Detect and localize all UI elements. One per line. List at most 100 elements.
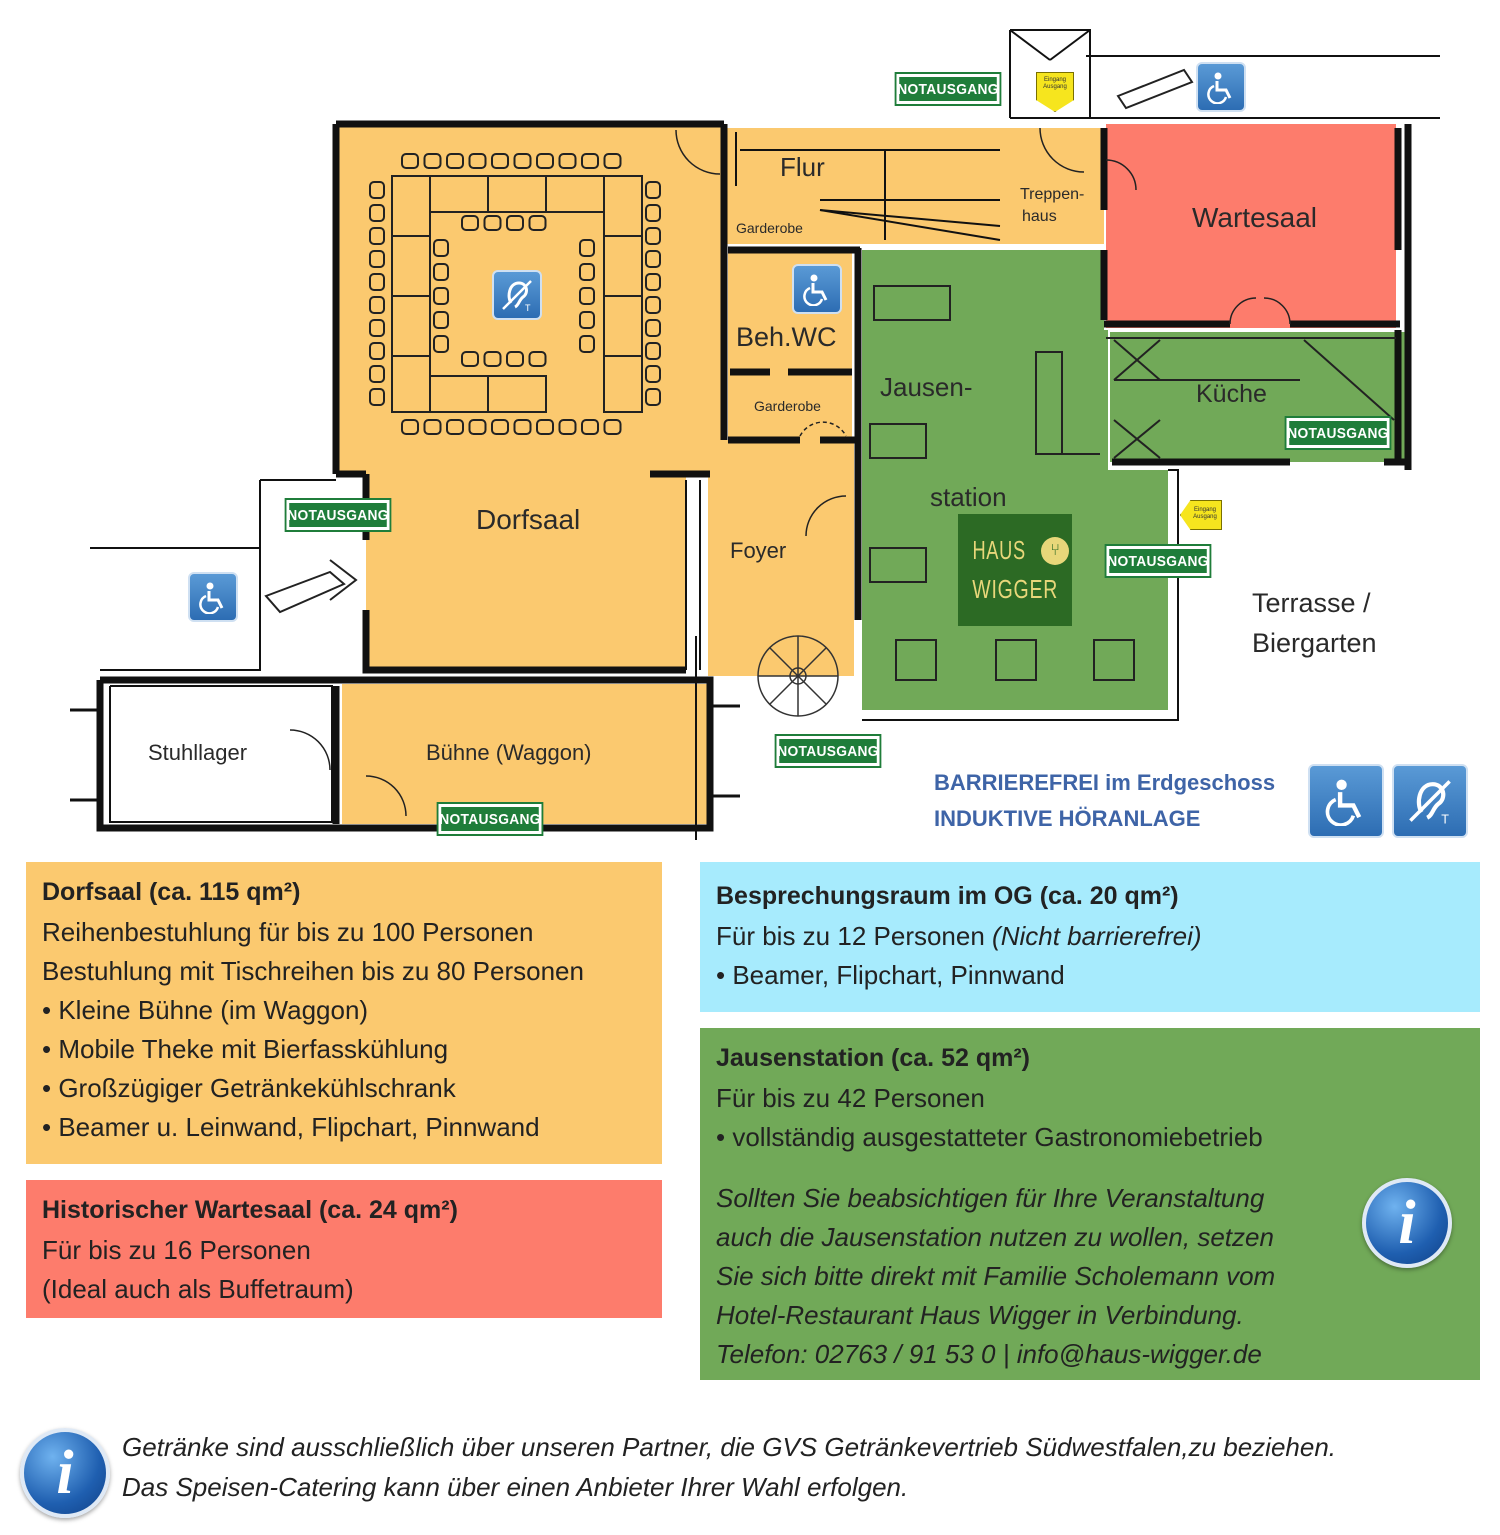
chair xyxy=(491,419,509,435)
room-label-treppenhaus-2: haus xyxy=(1022,208,1057,225)
chair xyxy=(401,153,419,169)
chair xyxy=(433,239,449,257)
chair xyxy=(513,153,532,169)
jausen-info-line: • vollständig ausgestatteter Gastronomie… xyxy=(716,1122,1263,1152)
room-label-garderobe-mid: Garderobe xyxy=(754,398,821,414)
entrance-label-2: Ausgang xyxy=(1193,514,1217,520)
dorfsaal-info-line: Reihenbestuhlung für bis zu 100 Personen xyxy=(42,917,534,947)
chair xyxy=(446,153,464,169)
chair xyxy=(506,351,524,367)
chair xyxy=(369,273,385,291)
footer-line-2: Das Speisen-Catering kann über einen Anb… xyxy=(122,1472,909,1502)
chair xyxy=(369,365,385,383)
chair xyxy=(468,419,487,435)
chair xyxy=(369,319,385,337)
room-label-stuhllager: Stuhllager xyxy=(148,740,248,765)
room-label-behwc: Beh.WC xyxy=(736,322,837,352)
emergency-exit-sign: NOTAUSGANG xyxy=(1284,416,1392,450)
emergency-exit-sign: NOTAUSGANG xyxy=(1104,544,1212,578)
chair xyxy=(369,227,385,245)
chair xyxy=(645,204,661,222)
room-label-jausen-1: Jausen- xyxy=(880,372,973,402)
wheelchair-icon xyxy=(792,264,842,314)
room-label-foyer: Foyer xyxy=(730,538,787,563)
chair xyxy=(401,419,419,435)
chair xyxy=(433,335,449,353)
chair xyxy=(645,342,661,360)
chair xyxy=(645,181,661,199)
emergency-exit-sign: NOTAUSGANG xyxy=(436,802,544,836)
chair xyxy=(581,153,599,169)
wartesaal-info-box: Historischer Wartesaal (ca. 24 qm²) Für … xyxy=(26,1180,662,1318)
chair xyxy=(369,181,385,199)
jausen-note-line: Sollten Sie beabsichtigen für Ihre Veran… xyxy=(716,1183,1265,1213)
og-info-box: Besprechungsraum im OG (ca. 20 qm²) Für … xyxy=(700,862,1480,1012)
room-label-treppenhaus-1: Treppen- xyxy=(1020,186,1085,203)
room-label-terrasse-1: Terrasse / xyxy=(1252,588,1371,618)
chair xyxy=(579,311,595,329)
hearing-loop-icon: T xyxy=(1392,764,1468,838)
og-not-accessible-note: (Nicht barrierefrei) xyxy=(992,921,1202,951)
chair xyxy=(645,388,661,406)
hearing-t-label: T xyxy=(1441,812,1449,826)
entrance-label-1: Eingang xyxy=(1043,77,1067,83)
og-capacity: Für bis zu 12 Personen xyxy=(716,921,993,951)
chair xyxy=(483,351,502,367)
chair xyxy=(579,287,595,305)
chair xyxy=(433,263,449,281)
chair xyxy=(558,419,577,435)
room-label-terrasse-2: Biergarten xyxy=(1252,628,1377,658)
wartesaal-fill xyxy=(1106,124,1396,328)
room-label-wartesaal: Wartesaal xyxy=(1192,202,1318,233)
dorfsaal-info-line: • Beamer u. Leinwand, Flipchart, Pinnwan… xyxy=(42,1112,540,1142)
dorfsaal-info-line: • Großzügiger Getränkekühlschrank xyxy=(42,1073,456,1103)
chair xyxy=(369,296,385,314)
wartesaal-info-line: (Ideal auch als Buffetraum) xyxy=(42,1274,354,1304)
chair xyxy=(483,215,502,231)
jausen-info-box: Jausenstation (ca. 52 qm²) Für bis zu 42… xyxy=(700,1028,1480,1380)
access-line-1: BARRIEREFREI im Erdgeschoss xyxy=(934,770,1276,795)
wheelchair-icon xyxy=(188,572,238,622)
footer-line-1: Getränke sind ausschließlich über unsere… xyxy=(122,1432,1337,1462)
chair xyxy=(423,419,442,435)
jausen-contact-line: Telefon: 02763 / 91 53 0 | info@haus-wig… xyxy=(716,1339,1262,1369)
entrance-arrow-icon: Eingang Ausgang xyxy=(1180,500,1222,530)
chair xyxy=(603,153,622,169)
access-line-2: INDUKTIVE HÖRANLAGE xyxy=(934,806,1201,831)
floor-plan-drawing xyxy=(70,29,1440,840)
chair xyxy=(645,273,661,291)
wartesaal-info-line: Für bis zu 16 Personen xyxy=(42,1235,311,1265)
jausen-info-title: Jausenstation (ca. 52 qm²) xyxy=(716,1044,1030,1072)
entrance-label-1: Eingang xyxy=(1193,507,1217,513)
chair xyxy=(558,153,577,169)
og-info-line: Für bis zu 12 Personen (Nicht barrierefr… xyxy=(716,917,1464,956)
entrance-label-2: Ausgang xyxy=(1043,84,1067,90)
chair xyxy=(461,351,479,367)
info-icon: i xyxy=(1362,1178,1452,1268)
chair xyxy=(645,365,661,383)
chair xyxy=(645,296,661,314)
chair xyxy=(581,419,599,435)
chair xyxy=(369,388,385,406)
chair xyxy=(369,250,385,268)
chair xyxy=(536,419,554,435)
chair xyxy=(461,215,479,231)
room-label-flur: Flur xyxy=(780,152,825,182)
info-icon: i xyxy=(20,1428,110,1518)
hearing-loop-icon: T xyxy=(492,270,542,320)
jausen-note-line: Hotel-Restaurant Haus Wigger in Verbindu… xyxy=(716,1300,1244,1330)
wartesaal-info-title: Historischer Wartesaal (ca. 24 qm²) xyxy=(42,1196,458,1224)
chair xyxy=(579,263,595,281)
foyer-fill xyxy=(708,440,854,676)
chair xyxy=(423,153,442,169)
og-info-line: • Beamer, Flipchart, Pinnwand xyxy=(716,960,1065,990)
chair xyxy=(579,335,595,353)
chair xyxy=(528,351,547,367)
chair xyxy=(513,419,532,435)
room-label-buehne: Bühne (Waggon) xyxy=(426,740,592,765)
chair xyxy=(528,215,547,231)
chair xyxy=(433,311,449,329)
og-info-title: Besprechungsraum im OG (ca. 20 qm²) xyxy=(716,882,1179,910)
dorfsaal-info-line: • Kleine Bühne (im Waggon) xyxy=(42,995,369,1025)
wheelchair-icon xyxy=(1196,62,1246,112)
